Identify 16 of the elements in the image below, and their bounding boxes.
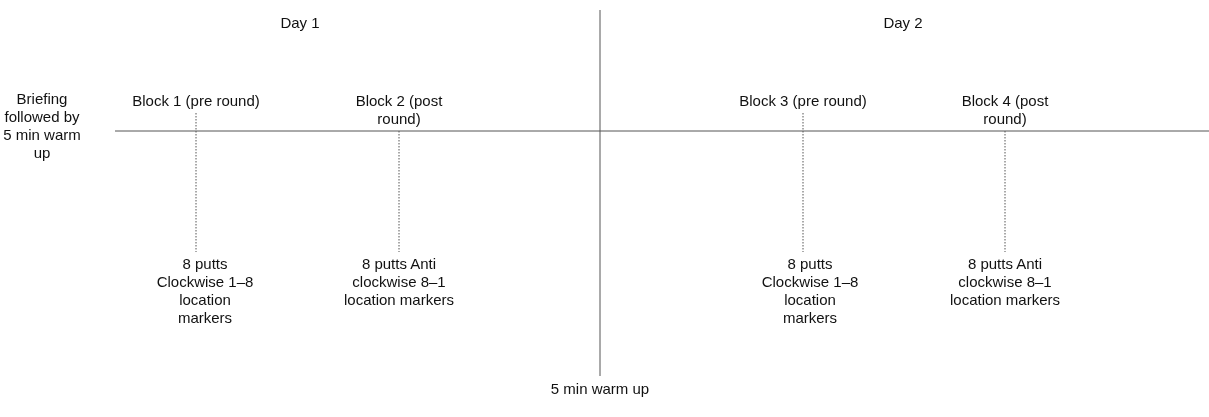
leader-line: [398, 130, 400, 253]
leader-line: [1004, 130, 1006, 253]
block-label: Block 3 (pre round): [738, 92, 868, 110]
block-label: Block 4 (post round): [940, 92, 1070, 128]
day-heading: Day 1: [279, 14, 321, 32]
leader-line: [195, 112, 197, 253]
warm-up-note: 5 min warm up: [550, 380, 650, 398]
trial-description: 8 putts Clockwise 1–8 location markers: [755, 255, 865, 327]
briefing-note: Briefing followed by 5 min warm up: [2, 90, 82, 162]
trial-description: 8 putts Anti clockwise 8–1 location markers: [334, 255, 464, 309]
day-heading: Day 2: [882, 14, 924, 32]
block-label: Block 1 (pre round): [131, 92, 261, 110]
trial-description: 8 putts Anti clockwise 8–1 location markers: [940, 255, 1070, 309]
block-label: Block 2 (post round): [334, 92, 464, 128]
leader-line: [802, 112, 804, 253]
trial-description: 8 putts Clockwise 1–8 location markers: [150, 255, 260, 327]
